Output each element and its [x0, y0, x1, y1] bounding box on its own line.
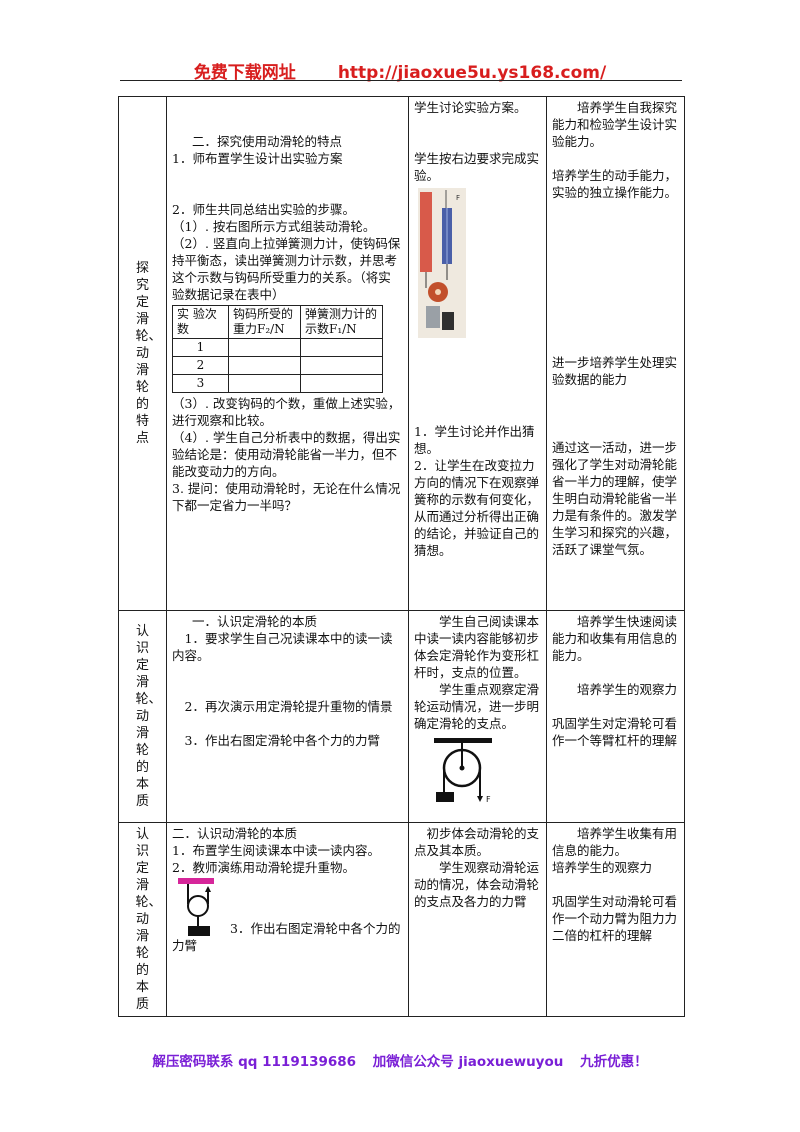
data-table-cell: 3	[172, 374, 229, 393]
goal-line: 培养学生的动手能力，实验的独立操作能力。	[552, 168, 678, 200]
footer-qq: 解压密码联系 qq 1119139686	[152, 1054, 357, 1070]
footer-discount: 九折优惠！	[580, 1054, 648, 1070]
teacher-line: （3）. 改变钩码的个数，重做上述实验，进行观察和比较。	[172, 396, 401, 428]
table-row: 2	[172, 356, 383, 375]
teaching-goal-cell: 培养学生收集有用信息的能力。 培养学生的观察力 巩固学生对动滑轮可看作一个动力臂…	[546, 822, 685, 1017]
teacher-line: （1）. 按右图所示方式组装动滑轮。	[172, 219, 376, 234]
teacher-activity-cell: 二．认识动滑轮的本质 1．布置学生阅读课本中读一读内容。 2．教师演练用动滑轮提…	[166, 822, 409, 1017]
student-line: 学生讨论实验方案。	[414, 100, 527, 115]
teacher-line: （4）. 学生自己分析表中的数据，得出实验结论是：使用动滑轮能省一半力，但不能改…	[172, 430, 401, 479]
goal-line: 进一步培养学生处理实验数据的能力	[552, 355, 678, 387]
student-line: 1．学生讨论并作出猜想。	[414, 424, 535, 456]
teacher-line: 3．作出右图定滑轮中各个力的力臂	[184, 733, 380, 748]
teacher-line: 2．教师演练用动滑轮提升重物。	[172, 860, 355, 875]
goal-line: 培养学生自我探究能力和检验学生设计实验能力。	[552, 100, 678, 149]
side-label-text: 探究定滑轮、动滑轮的特点	[135, 261, 162, 446]
teacher-line: 3. 提问：使用动滑轮时，无论在什么情况下都一定省力一半吗？	[172, 481, 401, 513]
lesson-table: 探究定滑轮、动滑轮的特点 二．探究使用动滑轮的特点 1．师布置学生设计出实验方案…	[118, 96, 685, 1017]
movable-pulley-photo: F	[418, 188, 466, 338]
goal-line: 巩固学生对定滑轮可看作一个等臂杠杆的理解	[552, 716, 678, 748]
teacher-activity-cell: 二．探究使用动滑轮的特点 1．师布置学生设计出实验方案 2．师生共同总结出实验的…	[166, 96, 409, 611]
teacher-activity-cell: 一．认识定滑轮的本质 1．要求学生自己况读课本中的读一读内容。 2．再次演示用定…	[166, 610, 409, 823]
student-activity-cell: 学生自己阅读课本中读一读内容能够初步体会定滑轮作为变形杠杆时，支点的位置。 学生…	[408, 610, 547, 823]
student-line: 初步体会动滑轮的支点及其本质。	[414, 826, 540, 858]
goal-line: 巩固学生对动滑轮可看作一个动力臂为阻力力二倍的杠杆的理解	[552, 894, 678, 943]
header-title: 免费下载网址	[193, 63, 296, 83]
student-line: 学生按右边要求完成实验。	[414, 151, 540, 183]
data-table-header: 弹簧测力计的示数F₁/N	[300, 305, 383, 339]
table-row: 3	[172, 374, 383, 393]
page-header: 免费下载网址 http://jiaoxue5u.ys168.com/	[0, 58, 800, 83]
teacher-line: （2）. 竖直向上拉弹簧测力计，使钩码保持平衡态，读出弹簧测力计示数，并思考这个…	[172, 236, 401, 302]
data-table-header-row: 实 验次数 钩码所受的重力F₂/N 弹簧测力计的示数F₁/N	[172, 305, 383, 339]
student-activity-cell: 学生讨论实验方案。 学生按右边要求完成实验。 F	[408, 96, 547, 611]
side-label-text: 认识定滑轮、动滑轮的本质	[135, 827, 162, 1012]
student-line: 学生观察动滑轮运动的情况，体会动滑轮的支点及各力的力臂	[414, 860, 540, 909]
student-line: 学生自己阅读课本中读一读内容能够初步体会定滑轮作为变形杠杆时，支点的位置。	[414, 614, 540, 680]
teacher-line: 1．布置学生阅读课本中读一读内容。	[172, 843, 380, 858]
goal-line: 通过这一活动，进一步强化了学生对动滑轮能省一半力的理解，使学生明白动滑轮能省一半…	[552, 440, 678, 557]
side-label-text: 认识定滑轮、动滑轮的本质	[135, 624, 162, 809]
goal-line: 培养学生的观察力	[552, 860, 653, 875]
fixed-pulley-diagram: F	[424, 738, 541, 808]
footer-wechat: 加微信公众号 jiaoxuewuyou	[372, 1054, 564, 1070]
teacher-line: 2．再次演示用定滑轮提升重物的情景	[184, 699, 393, 714]
teacher-line: 二．探究使用动滑轮的特点	[192, 134, 343, 149]
header-url-link[interactable]: http://jiaoxue5u.ys168.com/	[337, 63, 607, 83]
goal-line: 培养学生收集有用信息的能力。	[552, 826, 678, 858]
data-table-cell: 1	[172, 338, 229, 357]
goal-line: 培养学生的观察力	[577, 682, 678, 697]
teacher-line: 1．师布置学生设计出实验方案	[172, 151, 343, 166]
movable-pulley-diagram	[176, 878, 220, 942]
section-row-fixed-pulley: 认识定滑轮、动滑轮的本质 一．认识定滑轮的本质 1．要求学生自己况读课本中的读一…	[118, 610, 685, 823]
student-activity-cell: 初步体会动滑轮的支点及其本质。 学生观察动滑轮运动的情况，体会动滑轮的支点及各力…	[408, 822, 547, 1017]
section-row-movable-pulley: 认识定滑轮、动滑轮的本质 二．认识动滑轮的本质 1．布置学生阅读课本中读一读内容…	[118, 822, 685, 1017]
table-row: 1	[172, 338, 383, 357]
teacher-line: 1．要求学生自己况读课本中的读一读内容。	[172, 631, 393, 663]
data-table-cell: 2	[172, 356, 229, 375]
section-side-label: 认识定滑轮、动滑轮的本质	[118, 610, 167, 823]
section-row-explore: 探究定滑轮、动滑轮的特点 二．探究使用动滑轮的特点 1．师布置学生设计出实验方案…	[118, 96, 685, 611]
teaching-goal-cell: 培养学生快速阅读能力和收集有用信息的能力。 培养学生的观察力 巩固学生对定滑轮可…	[546, 610, 685, 823]
teacher-line: 3．作出右图定滑轮中各个力的力臂	[172, 921, 401, 953]
page-footer: 解压密码联系 qq 1119139686 加微信公众号 jiaoxuewuyou…	[0, 1050, 800, 1070]
student-line: 学生重点观察定滑轮运动情况，进一步明确定滑轮的支点。	[414, 682, 540, 731]
photo-force-label: F	[456, 194, 460, 202]
header-divider	[120, 80, 682, 81]
teacher-line: 二．认识动滑轮的本质	[172, 826, 298, 841]
data-record-table: 实 验次数 钩码所受的重力F₂/N 弹簧测力计的示数F₁/N 1 2 3	[172, 305, 383, 393]
force-label: F	[486, 795, 491, 804]
goal-line: 培养学生快速阅读能力和收集有用信息的能力。	[552, 614, 678, 663]
teaching-goal-cell: 培养学生自我探究能力和检验学生设计实验能力。 培养学生的动手能力，实验的独立操作…	[546, 96, 685, 611]
teacher-line: 2．师生共同总结出实验的步骤。	[172, 202, 355, 217]
data-table-header: 实 验次数	[172, 305, 229, 339]
data-table-header: 钩码所受的重力F₂/N	[228, 305, 301, 339]
student-line: 2．让学生在改变拉力方向的情况下在观察弹簧称的示数有何变化，从而通过分析得出正确…	[414, 458, 540, 558]
section-side-label: 探究定滑轮、动滑轮的特点	[118, 96, 167, 611]
teacher-line: 一．认识定滑轮的本质	[192, 614, 318, 629]
section-side-label: 认识定滑轮、动滑轮的本质	[118, 822, 167, 1017]
